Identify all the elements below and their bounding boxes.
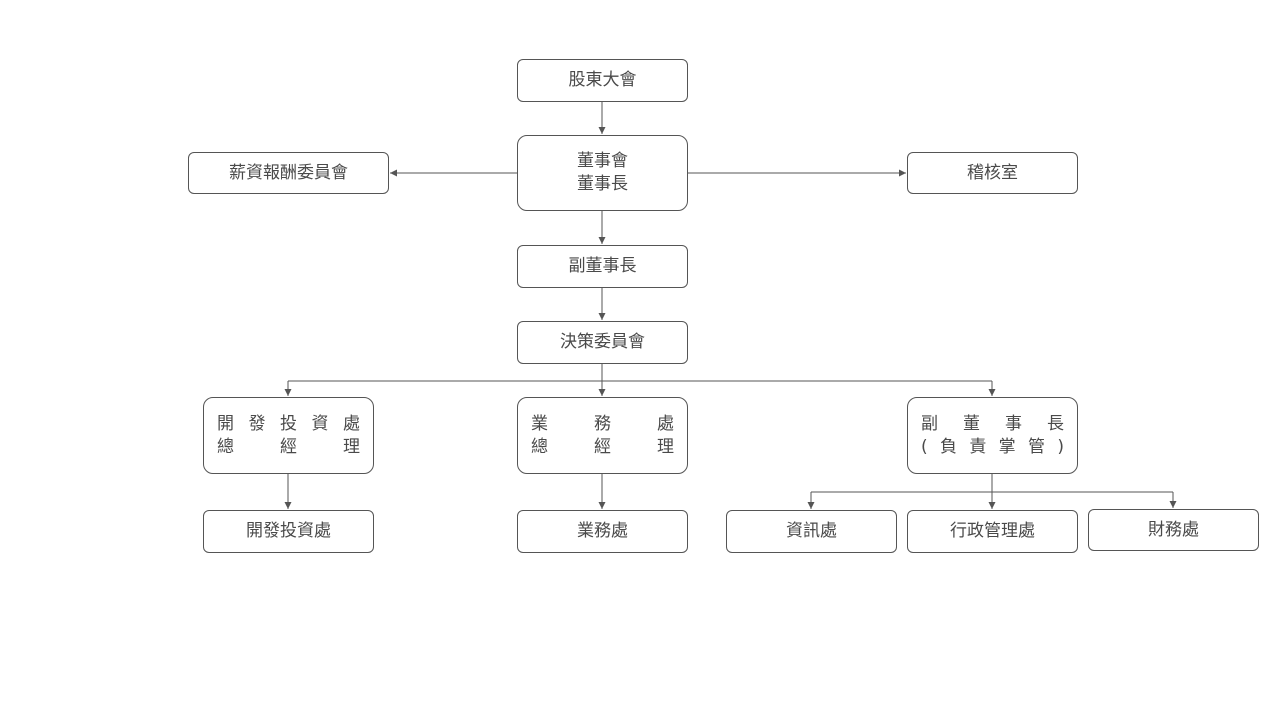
business-gm-char: 務 (594, 413, 611, 434)
decision-committee-box: 決策委員會 (517, 321, 688, 364)
dev-invest-gm-char: 開 (217, 413, 234, 434)
business-gm-char: 經 (594, 436, 611, 457)
vice-chairman-in-charge-box: 副 董 事 長 ( 負 責 掌 管 ) (907, 397, 1078, 474)
vice-chairman-box: 副董事長 (517, 245, 688, 288)
business-gm-line1: 業 務 處 (518, 413, 687, 436)
vice-chairman-in-charge-char: 管 (1028, 436, 1046, 457)
compensation-committee-label: 薪資報酬委員會 (229, 162, 348, 183)
admin-dept-label: 行政管理處 (950, 521, 1035, 541)
finance-dept-box: 財務處 (1088, 509, 1259, 551)
dev-invest-gm-line2: 總 經 理 (204, 436, 373, 459)
shareholders-meeting-label: 股東大會 (568, 70, 637, 90)
dev-invest-gm-char: 投 (280, 413, 297, 434)
dev-invest-dept-box: 開發投資處 (203, 510, 374, 553)
dev-invest-gm-char: 發 (248, 413, 266, 434)
business-gm-line2: 總 經 理 (518, 436, 687, 459)
it-dept-label: 資訊處 (786, 521, 837, 541)
vice-chairman-in-charge-line1: 副 董 事 長 (908, 413, 1077, 436)
vice-chairman-in-charge-char: ) (1057, 436, 1064, 457)
vice-chairman-in-charge-char: 長 (1047, 413, 1064, 434)
admin-dept-box: 行政管理處 (907, 510, 1078, 553)
business-dept-box: 業務處 (517, 510, 688, 553)
shareholders-meeting-box: 股東大會 (517, 59, 688, 102)
business-gm-char: 業 (531, 413, 548, 434)
chairman-label: 董事長 (577, 174, 628, 194)
vice-chairman-in-charge-char: 責 (969, 436, 987, 457)
business-gm-box: 業 務 處 總 經 理 (517, 397, 688, 474)
dev-invest-gm-box: 開 發 投 資 處 總 經 理 (203, 397, 374, 474)
business-dept-label: 業務處 (577, 521, 628, 541)
dev-invest-gm-char: 理 (343, 436, 360, 457)
audit-office-box: 稽核室 (907, 152, 1078, 194)
vice-chairman-in-charge-char: 董 (963, 413, 980, 434)
vice-chairman-in-charge-line2: ( 負 責 掌 管 ) (908, 436, 1077, 459)
vice-chairman-label: 副董事長 (568, 256, 637, 276)
vice-chairman-in-charge-char: 事 (1005, 413, 1022, 434)
dev-invest-gm-line1: 開 發 投 資 處 (204, 413, 373, 436)
business-gm-char: 處 (657, 413, 674, 434)
it-dept-box: 資訊處 (726, 510, 897, 553)
finance-dept-label: 財務處 (1148, 519, 1199, 540)
business-gm-char: 總 (531, 436, 548, 457)
dev-invest-gm-char: 資 (311, 413, 329, 434)
dev-invest-gm-char: 處 (343, 413, 360, 434)
board-box: 董事會 董事長 (517, 135, 688, 211)
compensation-committee-box: 薪資報酬委員會 (188, 152, 389, 194)
vice-chairman-in-charge-char: 副 (921, 413, 938, 434)
dev-invest-dept-label: 開發投資處 (246, 521, 331, 541)
vice-chairman-in-charge-char: ( (921, 436, 928, 457)
decision-committee-label: 決策委員會 (560, 332, 645, 352)
dev-invest-gm-char: 總 (217, 436, 234, 457)
vice-chairman-in-charge-char: 掌 (998, 436, 1016, 457)
business-gm-char: 理 (657, 436, 674, 457)
audit-office-label: 稽核室 (967, 162, 1018, 183)
vice-chairman-in-charge-char: 負 (939, 436, 957, 457)
board-label: 董事會 (577, 151, 628, 171)
dev-invest-gm-char: 經 (280, 436, 297, 457)
